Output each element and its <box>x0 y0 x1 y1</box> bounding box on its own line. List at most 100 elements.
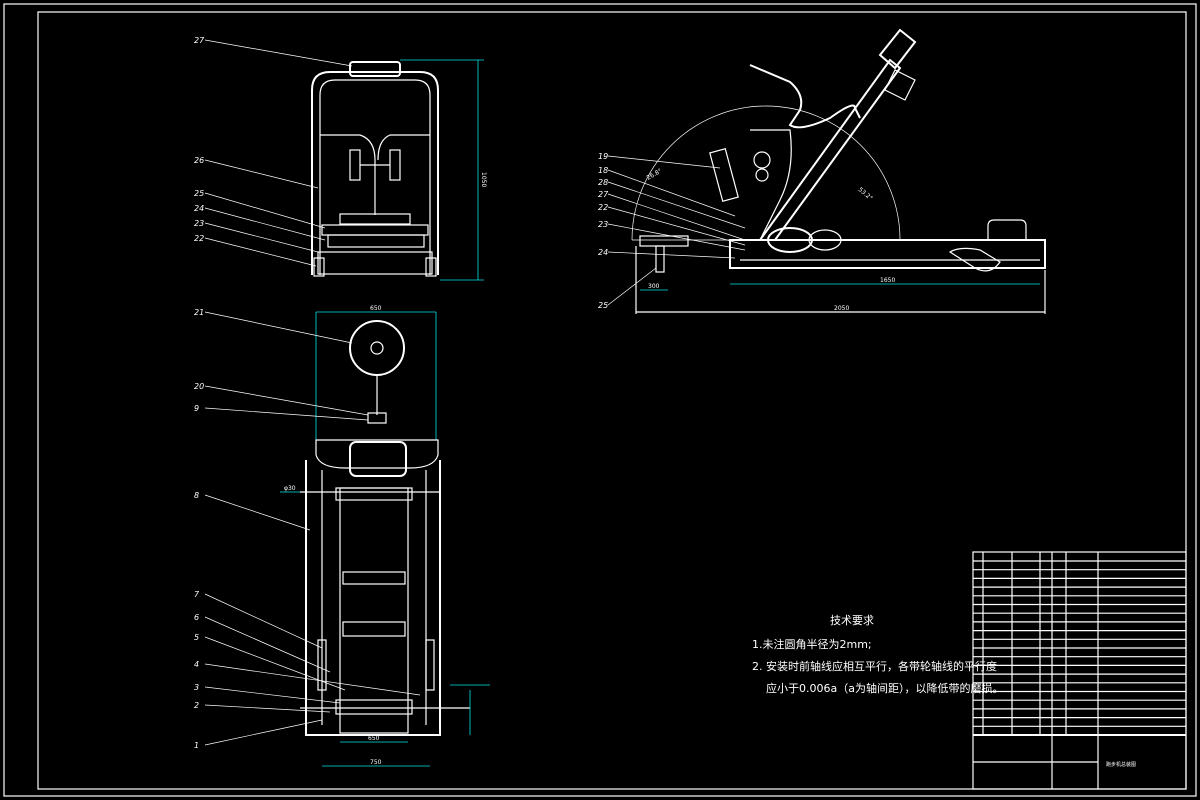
balloon-22: 22 <box>194 234 204 243</box>
weight-plate <box>349 320 405 376</box>
balloon-25: 25 <box>194 189 204 198</box>
balloon-20: 20 <box>194 382 204 391</box>
leader-24 <box>204 207 326 241</box>
leader-s18 <box>607 169 736 217</box>
handle-frame <box>311 71 439 275</box>
leader-2 <box>204 704 331 713</box>
dim-width-top: 650 <box>370 305 382 312</box>
balloon-3: 3 <box>194 683 199 692</box>
side-handlebar <box>749 64 861 129</box>
rear-foot <box>948 247 1001 272</box>
side-view: 26.8° 53.2° 300 1650 2050 19 18 28 27 22… <box>598 28 1046 314</box>
leader-22 <box>204 237 317 267</box>
knob-2 <box>755 168 769 182</box>
wheel-l <box>313 257 325 277</box>
side-console <box>878 28 917 70</box>
balloon-21: 21 <box>194 308 204 317</box>
seat <box>339 213 411 225</box>
weight-r <box>389 149 401 181</box>
dim-300: 300 <box>648 283 660 290</box>
outer-border <box>3 3 1197 797</box>
weight-l <box>349 149 361 181</box>
handle-frame-inner <box>319 79 431 275</box>
leader-4 <box>204 663 421 696</box>
balloon-s22: 22 <box>598 203 608 212</box>
side-r <box>425 639 435 691</box>
leader-s19 <box>607 155 721 169</box>
frame-rails <box>321 470 427 725</box>
dim-1650: 1650 <box>880 277 895 284</box>
drawing-name: 跑步机总装图 <box>1106 761 1136 768</box>
technical-notes: 1.未注圆角半径为2mm; 2. 安装时前轴线应相互平行，各带轮轴线的平行度 应… <box>752 612 1003 700</box>
leader-23 <box>204 222 319 253</box>
balloon-s19: 19 <box>598 152 608 161</box>
leader-1 <box>204 719 323 746</box>
leader-6 <box>204 616 331 673</box>
balloon-5: 5 <box>194 633 199 642</box>
leader-s28 <box>607 181 746 229</box>
leader-s23 <box>607 223 746 251</box>
dim-overall: 2050 <box>834 305 849 312</box>
crossbar-2 <box>342 621 406 637</box>
dim-phi30: φ30 <box>284 485 296 492</box>
swing-arc <box>631 105 901 241</box>
leader-5 <box>204 636 346 691</box>
leader-s24 <box>607 251 736 259</box>
leader-27 <box>204 39 353 67</box>
mast <box>759 58 902 241</box>
front-leg <box>655 245 665 273</box>
note-line-1: 1.未注圆角半径为2mm; <box>752 638 872 651</box>
side-frame <box>750 129 792 241</box>
top-view: 650 650 750 φ30 <box>194 305 490 767</box>
leader-s25 <box>607 267 657 306</box>
leader-20 <box>204 385 369 416</box>
balloon-s25: 25 <box>598 301 608 310</box>
knob-1 <box>753 151 771 169</box>
side-l <box>317 639 327 691</box>
angle-left: 26.8° <box>646 167 664 181</box>
balloon-1: 1 <box>194 741 199 750</box>
belt <box>339 487 409 734</box>
balloon-s24: 24 <box>598 248 608 257</box>
dim-bottom: 750 <box>370 759 382 766</box>
deck <box>729 239 1046 269</box>
console-top <box>349 441 407 477</box>
rear-handle <box>987 219 1027 240</box>
balloon-2: 2 <box>194 701 199 710</box>
balloon-s28: 28 <box>598 178 608 187</box>
balloon-7: 7 <box>194 590 200 599</box>
mast-clamp <box>884 69 916 101</box>
note-line-2: 2. 安装时前轴线应相互平行，各带轮轴线的平行度 <box>752 660 997 673</box>
base <box>317 251 433 275</box>
wheel-r <box>425 257 437 277</box>
angle-right: 53.2° <box>857 186 874 202</box>
balloon-s18: 18 <box>598 166 608 175</box>
inner-border <box>37 11 1187 790</box>
balloon-6: 6 <box>194 613 199 622</box>
leader-7 <box>204 593 323 649</box>
leader-26 <box>204 159 319 189</box>
balloon-27: 27 <box>194 36 205 45</box>
balloon-s27: 27 <box>598 190 609 199</box>
console <box>349 61 401 77</box>
stem-clamp <box>367 412 387 424</box>
leader-8 <box>204 494 311 531</box>
balloon-24: 24 <box>194 204 204 213</box>
balloon-23: 23 <box>194 219 204 228</box>
leader-s27 <box>607 193 746 241</box>
deck-top <box>321 224 429 236</box>
seat-panel <box>709 148 739 202</box>
rear-roller <box>335 699 413 715</box>
front-roller <box>335 487 413 501</box>
dim-height: 1050 <box>480 172 487 187</box>
balloon-s23: 23 <box>598 220 608 229</box>
weight-hub <box>370 341 384 355</box>
notes-title: 技术要求 <box>830 614 874 627</box>
crossbar-1 <box>342 571 406 585</box>
deck-mid <box>327 234 425 248</box>
front-view: 1050 27 26 25 24 23 22 <box>194 36 487 281</box>
balloon-26: 26 <box>194 156 204 165</box>
note-line-3: 应小于0.006a（a为轴间距），以降低带的磨损。 <box>766 682 1004 695</box>
balloon-4: 4 <box>194 660 199 669</box>
